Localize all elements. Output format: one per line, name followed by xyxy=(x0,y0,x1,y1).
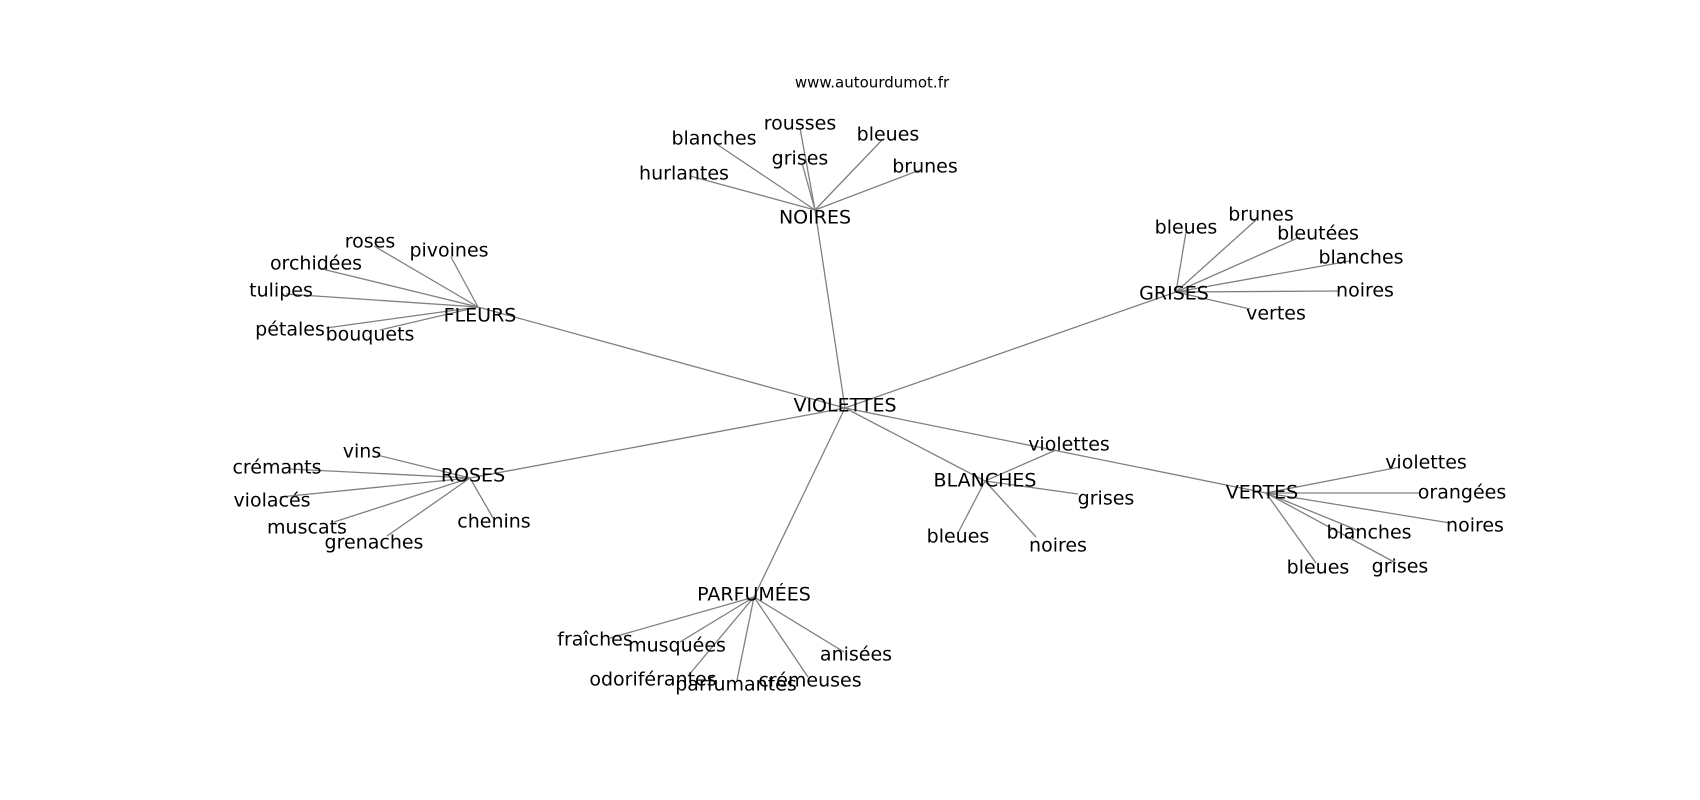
node-word-grises-noires: noires xyxy=(1336,280,1394,302)
edge-center-roses xyxy=(469,407,846,479)
node-word-noires-blanches: blanches xyxy=(671,128,756,150)
edge-grises-blanches xyxy=(1175,260,1351,293)
node-word-parfumees-cremeuses: crémeuses xyxy=(758,670,861,692)
edge-fleurs-pivoines xyxy=(450,256,479,308)
node-hub-parfumees: PARFUMÉES xyxy=(697,583,811,606)
edge-blanches-grises xyxy=(984,480,1079,495)
edge-center-parfumees xyxy=(753,407,846,598)
node-word-roses-chenins: chenins xyxy=(457,511,530,533)
edge-fleurs-bouquets xyxy=(379,306,479,331)
edge-noires-blanches xyxy=(714,142,816,211)
edge-noires-grises xyxy=(801,162,816,211)
edge-parfumees-cremeuses xyxy=(753,596,809,678)
edge-parfumees-fraiches xyxy=(609,596,755,639)
node-word-fleurs-pivoines: pivoines xyxy=(409,240,488,262)
edge-roses-grenaches xyxy=(386,477,471,537)
node-word-parfumees-anisees: anisées xyxy=(820,644,892,666)
edge-fleurs-tulipes xyxy=(285,293,479,308)
node-word-noires-hurlantes: hurlantes xyxy=(639,163,729,185)
node-hub-noires: NOIRES xyxy=(779,207,851,229)
node-hub-roses: ROSES xyxy=(441,465,505,487)
graph-edges xyxy=(279,127,1451,681)
node-word-parfumees-parfumantes: parfumantes xyxy=(675,674,796,696)
node-word-roses-violaces: violacés xyxy=(233,490,310,512)
graph-labels: VIOLETTES NOIRES blanches rousses bleues gris… xyxy=(232,113,1506,696)
edge-center-blanches xyxy=(844,407,986,482)
node-word-fleurs-tulipes: tulipes xyxy=(249,280,313,302)
node-word-vertes-bleues: bleues xyxy=(1287,557,1350,579)
edge-vertes-grises xyxy=(1265,492,1397,564)
node-word-vertes-violettes: violettes xyxy=(1385,452,1467,474)
node-hub-vertes: VERTES xyxy=(1226,482,1299,504)
edge-vertes-noires xyxy=(1265,492,1451,524)
edge-noires-brunes xyxy=(814,169,921,211)
edge-noires-hurlantes xyxy=(689,175,816,211)
node-word-noires-brunes: brunes xyxy=(892,156,958,178)
edge-grises-bleutees xyxy=(1175,236,1301,293)
edge-roses-violaces xyxy=(279,477,471,498)
node-hub-blanches: BLANCHES xyxy=(934,470,1037,492)
edge-fleurs-orchidees xyxy=(317,267,479,308)
edge-parfumees-anisees xyxy=(753,596,845,653)
node-word-fleurs-orchidees: orchidées xyxy=(270,253,362,275)
edge-vertes-violettes xyxy=(1265,466,1401,494)
edge-grises-bleues xyxy=(1175,231,1187,293)
edge-blanches-bleues xyxy=(957,480,986,534)
edge-parfumees-parfumantes xyxy=(736,596,755,681)
node-word-grises-vertes: vertes xyxy=(1246,303,1306,325)
node-word-fleurs-roses: roses xyxy=(345,231,396,253)
node-word-grises-bleues: bleues xyxy=(1155,217,1218,239)
node-word-roses-grenaches: grenaches xyxy=(325,532,424,554)
node-hub-fleurs: FLEURS xyxy=(444,305,517,327)
edge-blanches-violettes xyxy=(984,449,1057,482)
node-word-noires-rousses: rousses xyxy=(764,113,836,135)
source-caption: www.autourdumot.fr xyxy=(795,74,950,92)
edge-grises-vertes xyxy=(1175,291,1251,310)
node-word-parfumees-musquees: musquées xyxy=(628,635,726,657)
node-word-blanches-bleues: bleues xyxy=(927,526,990,548)
edge-roses-vins xyxy=(376,454,471,479)
node-word-parfumees-fraiches: fraîches xyxy=(557,629,633,651)
edge-vertes-blanches xyxy=(1265,492,1358,531)
node-word-vertes-blanches: blanches xyxy=(1326,522,1411,544)
edge-blanches-noires xyxy=(984,480,1037,538)
node-word-roses-muscats: muscats xyxy=(267,517,347,539)
edge-roses-cremants xyxy=(289,468,471,479)
node-word-blanches-grises: grises xyxy=(1078,488,1135,510)
edge-roses-chenins xyxy=(469,477,494,519)
edge-center-noires xyxy=(814,209,846,409)
node-word-grises-brunes: brunes xyxy=(1228,204,1294,226)
node-center-violettes: VIOLETTES xyxy=(793,395,896,417)
node-word-fleurs-petales: pétales xyxy=(255,319,325,341)
node-word-noires-bleues: bleues xyxy=(857,124,920,146)
edge-center-fleurs xyxy=(477,306,846,409)
edge-vertes-bleues xyxy=(1265,492,1317,564)
node-word-blanches-violettes: violettes xyxy=(1028,434,1110,456)
edge-parfumees-odoriferantes xyxy=(687,596,755,677)
edge-fleurs-roses xyxy=(373,245,479,308)
edge-grises-noires xyxy=(1175,290,1341,293)
edge-fleurs-petales xyxy=(325,306,479,329)
node-word-blanches-noires: noires xyxy=(1029,535,1087,557)
edge-noires-bleues xyxy=(814,139,883,211)
node-word-vertes-noires: noires xyxy=(1446,515,1504,537)
node-word-vertes-orangees: orangées xyxy=(1418,482,1506,504)
node-hub-grises: GRISES xyxy=(1139,283,1209,305)
node-word-grises-blanches: blanches xyxy=(1318,247,1403,269)
edge-noires-rousses xyxy=(799,127,816,211)
node-word-roses-cremants: crémants xyxy=(232,457,321,479)
node-word-grises-bleutees: bleutées xyxy=(1277,223,1359,245)
edge-parfumees-musquees xyxy=(679,596,755,643)
node-word-fleurs-bouquets: bouquets xyxy=(326,324,415,346)
edge-grises-brunes xyxy=(1175,219,1257,293)
edge-roses-muscats xyxy=(333,477,471,523)
edge-center-grises xyxy=(844,291,1177,409)
node-word-roses-vins: vins xyxy=(343,441,381,463)
node-word-noires-grises: grises xyxy=(772,148,829,170)
node-word-vertes-grises: grises xyxy=(1372,556,1429,578)
edge-center-vertes xyxy=(844,407,1267,494)
node-word-parfumees-odoriferantes: odoriférantes xyxy=(589,669,716,691)
